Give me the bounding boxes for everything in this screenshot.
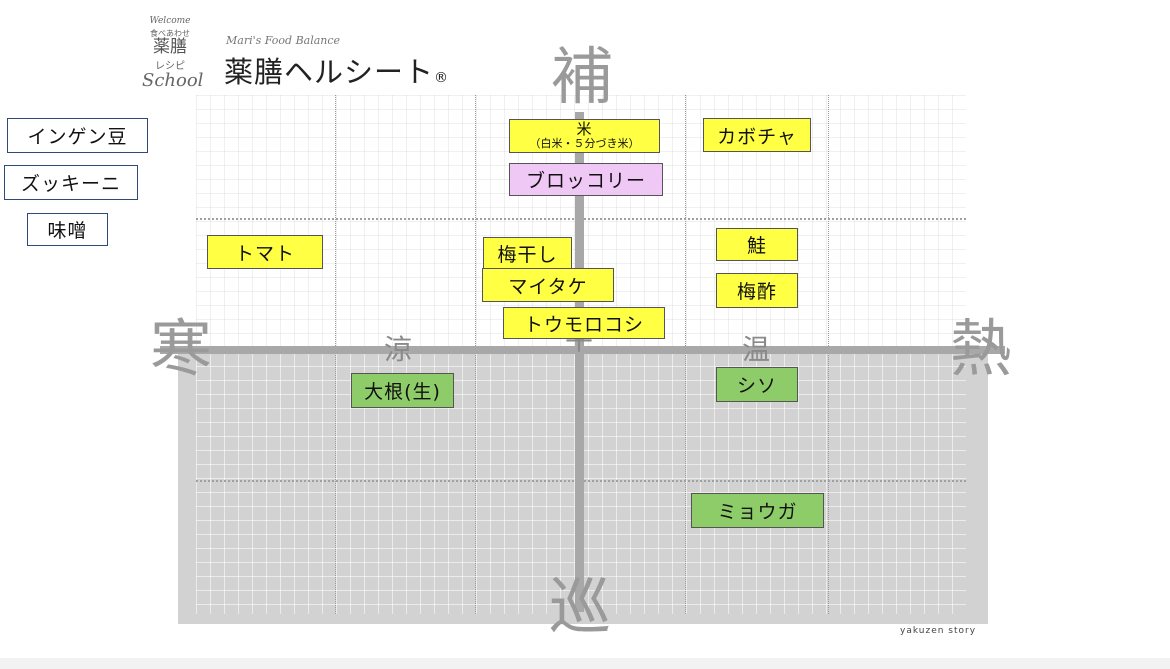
axis-label-top: 補 [551,40,614,113]
logo-school: School [142,69,204,91]
side-item-miso[interactable]: 味噌 [27,213,108,246]
food-card-umezu[interactable]: 梅酢 [716,273,798,308]
side-item-ingen[interactable]: インゲン豆 [7,118,148,153]
sheet-title-text: 薬膳ヘルシート [224,55,435,89]
food-card-umeboshi[interactable]: 梅干し [483,237,572,269]
food-card-myoga[interactable]: ミョウガ [691,493,824,528]
grid-divider-v4 [828,95,829,614]
sheet-title: 薬膳ヘルシート® [224,49,449,91]
food-card-rice[interactable]: 米 （白米・５分づき米） [509,119,660,153]
bottom-band [0,658,1170,669]
food-card-shiso[interactable]: シソ [716,367,798,402]
side-item-zucchini[interactable]: ズッキーニ [4,165,138,200]
food-card-salmon[interactable]: 鮭 [716,228,798,261]
logo-recipe: レシピ [155,60,185,72]
axis-label-cool: 涼 [384,333,413,366]
food-card-tomato[interactable]: トマト [207,235,323,269]
logo-subtitle: Mari's Food Balance [226,34,341,47]
vertical-axis [575,112,584,612]
grid-divider-v2 [475,95,476,614]
food-card-corn[interactable]: トウモロコシ [503,307,665,339]
logo-yakuzen: 薬膳 [153,37,187,57]
axis-label-left: 寒 [150,312,213,385]
food-card-broccoli[interactable]: ブロッコリー [509,163,663,196]
credit-text: yakuzen story [900,626,977,636]
axis-label-right: 熱 [950,312,1013,385]
grid-divider-v3 [685,95,686,614]
food-card-daikon[interactable]: 大根(生) [351,373,454,408]
logo-tabeawase: 食べあわせ [150,29,190,38]
food-card-maitake[interactable]: マイタケ [482,268,614,302]
food-card-kabocha[interactable]: カボチャ [703,118,811,152]
grid-divider-v1 [335,95,336,614]
axis-label-bottom: 巡 [549,570,612,643]
food-card-rice-sub: （白米・５分づき米） [529,137,640,151]
axis-label-warm: 温 [742,333,771,366]
registered-mark: ® [434,70,450,86]
food-card-rice-label: 米 [576,120,593,139]
logo-welcome: Welcome [149,16,191,26]
school-logo: Welcome 食べあわせ 薬膳 レシピ School [142,16,204,91]
